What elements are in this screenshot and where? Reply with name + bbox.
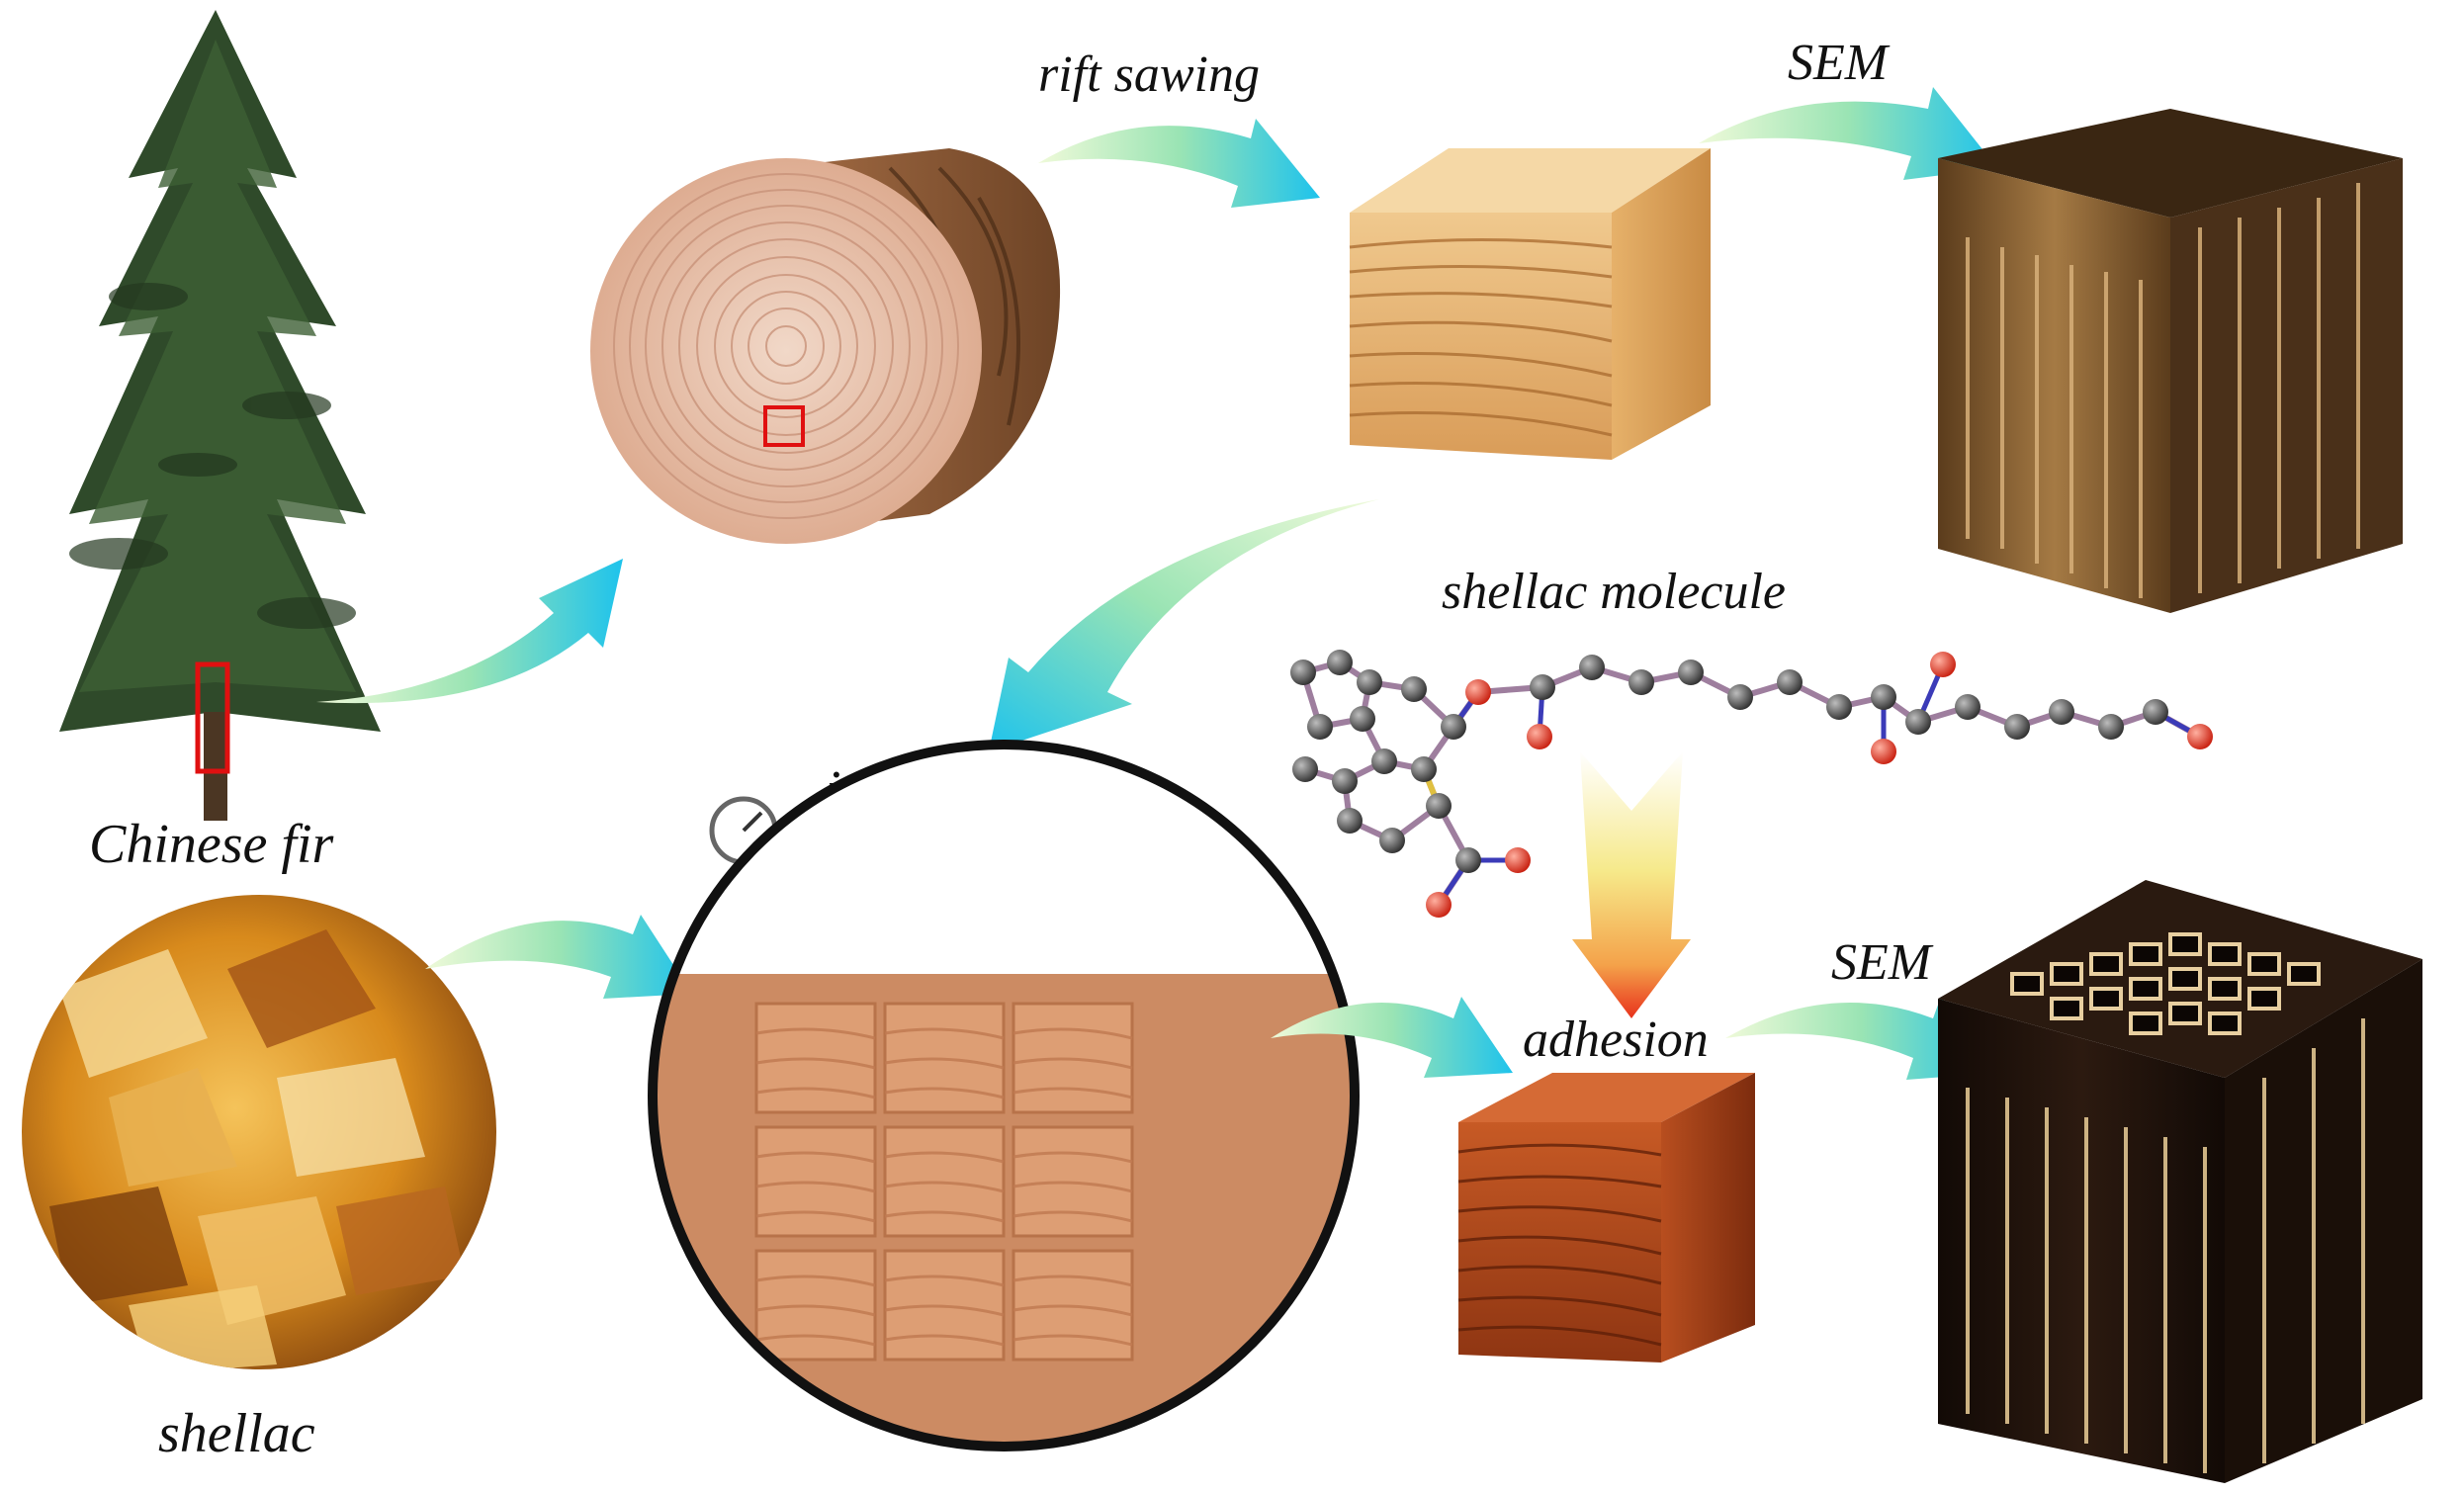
sem-top-label: SEM [1788, 35, 1891, 91]
arrow-shellac-to-impregnating [425, 915, 692, 999]
arrow-block-to-impregnating [989, 499, 1379, 751]
arrow-block-to-sem [1699, 87, 1997, 180]
impregnation-vessel [648, 740, 1360, 1451]
arrow-adhesion-to-sem [1725, 997, 1997, 1080]
rift-sawn-wood-block [1349, 148, 1711, 460]
shellac-flakes [22, 895, 496, 1369]
molecule-double-bonds [1436, 663, 2202, 907]
sem-bottom-label: SEM [1831, 934, 1934, 991]
log-sample-marker [763, 405, 805, 447]
oxygen-atoms [1426, 652, 2213, 918]
wood-samples-grid [754, 1002, 1134, 1362]
chinese-fir-label: Chinese fir [89, 814, 334, 875]
carbon-atoms [1290, 650, 2168, 873]
chinese-fir-tree [59, 10, 381, 821]
trunk-sample-marker [195, 661, 230, 774]
rift-sawing-label: rift sawing [1038, 46, 1260, 103]
arrow-molecule-to-adhesion [1572, 751, 1691, 1018]
sem-raw-wood [1938, 109, 2403, 613]
log-cross-section [590, 148, 1061, 544]
shellac-label: shellac [158, 1403, 315, 1464]
sem-treated-wood [1938, 880, 2422, 1483]
adhesion-label: adhesion [1523, 1011, 1709, 1068]
arrow-impregnating-to-adhesion [1271, 997, 1513, 1078]
shellac-molecule-label: shellac molecule [1442, 564, 1786, 620]
shellac-treated-wood-block [1457, 1073, 1755, 1363]
arrow-tree-to-log [316, 559, 623, 704]
arrow-log-to-block [1038, 119, 1320, 208]
